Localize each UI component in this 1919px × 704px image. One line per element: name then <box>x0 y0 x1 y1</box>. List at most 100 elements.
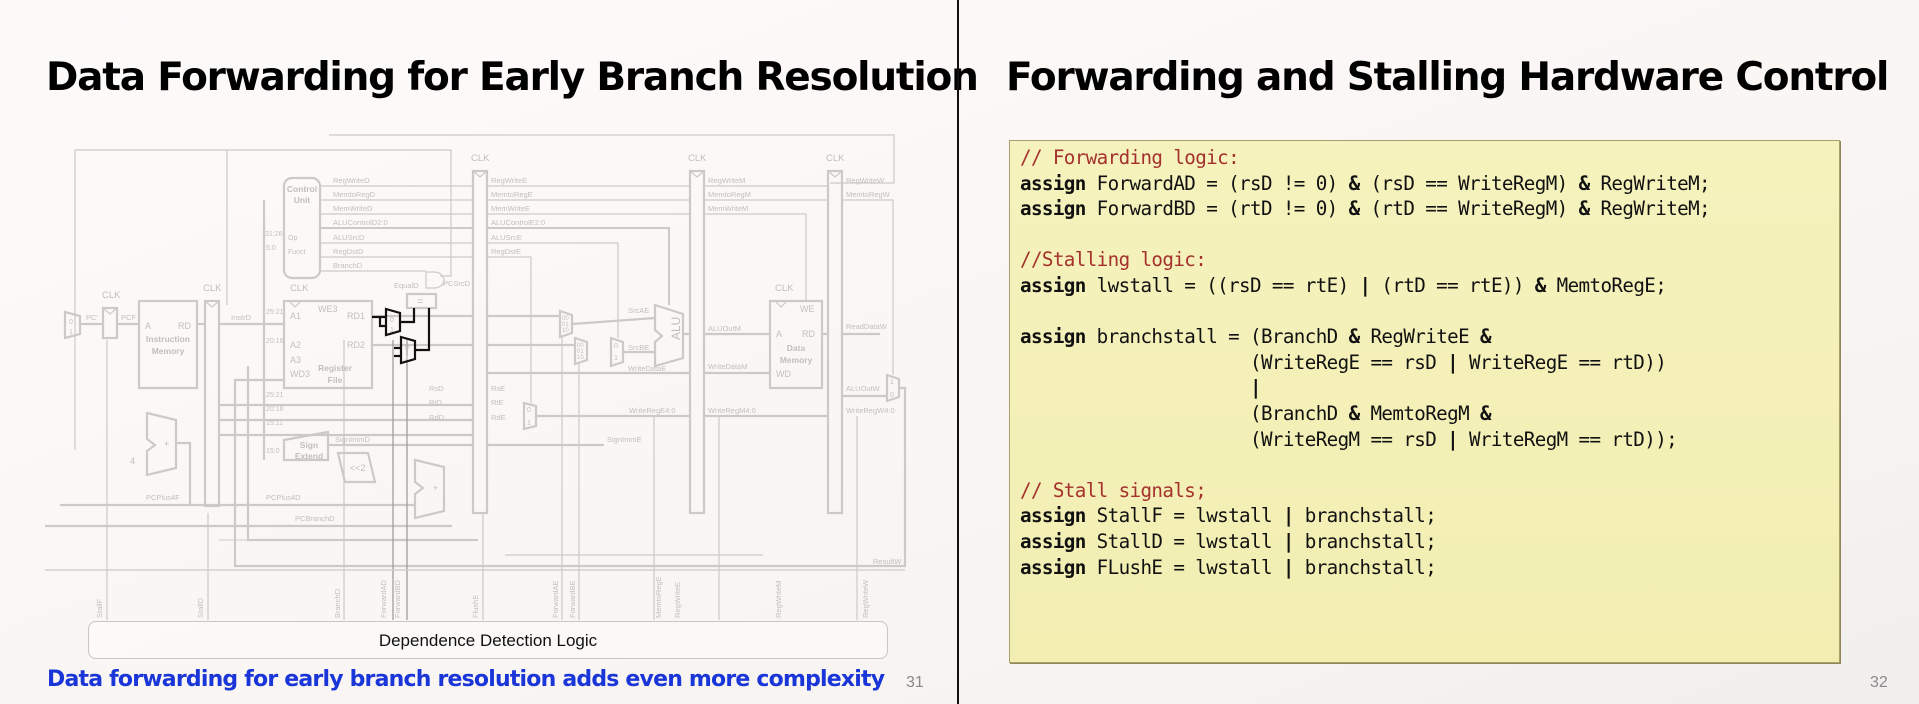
port-label: Op <box>288 235 297 242</box>
control-signal-label: ALUSrcE <box>491 233 522 242</box>
plus-label: + <box>433 483 438 493</box>
mux-input-label: 0 <box>614 343 618 350</box>
control-unit-label: Control <box>287 184 317 194</box>
mem-wb-register <box>826 169 844 515</box>
clk-label: CLK <box>102 290 121 301</box>
alusrc-mux <box>609 336 625 368</box>
plus-label: + <box>164 439 169 449</box>
bit-range: 25:21 <box>266 392 284 399</box>
page-number: 31 <box>906 674 924 691</box>
clk-label: CLK <box>471 153 490 164</box>
code-comment: // Stall signals; <box>1020 478 1207 502</box>
data-memory-label: Memory <box>780 355 813 365</box>
control-signal-label: MemtoRegD <box>333 190 376 199</box>
slide-divider <box>957 0 959 704</box>
page-number: 32 <box>1870 674 1888 691</box>
code-line: assign branchstall = (BranchD & RegWrite… <box>1020 325 1492 349</box>
code-line: (WriteRegE == rsD | WriteRegE == rtD)) <box>1020 350 1667 374</box>
port-label: RD1 <box>347 311 365 321</box>
wire-label: PCSrcD <box>443 279 471 288</box>
clk-label: CLK <box>290 283 309 294</box>
mux-input-label: 0 <box>390 317 394 324</box>
wire-label: WriteDataM <box>708 362 747 371</box>
wire <box>329 134 895 184</box>
wire-label: WriteRegM4:0 <box>708 406 756 415</box>
code-line: assign StallF = lwstall | branchstall; <box>1020 504 1437 528</box>
wire-label: SrcAE <box>628 306 649 315</box>
wire-label: PCPlus4D <box>266 493 301 502</box>
control-signal-label: ALUControlE2:0 <box>491 218 545 227</box>
srca-mux <box>558 309 574 339</box>
if-id-register <box>203 299 221 508</box>
control-signal-label: MemWriteM <box>708 204 748 213</box>
mux-input-label: 1 <box>527 420 531 427</box>
wire-label: PC' <box>86 313 98 322</box>
ex-mem-register <box>688 169 706 515</box>
wire-label: ALUOutW <box>846 384 881 393</box>
code-block: // Forwarding logic: assign ForwardAD = … <box>1009 140 1840 663</box>
wire-label: PCF <box>121 313 136 322</box>
code-line: | <box>1250 376 1262 400</box>
hazard-signal-label: ForwardAE <box>551 580 560 618</box>
wire-label: ALUOutM <box>708 324 741 333</box>
instruction-memory-label: Instruction <box>146 334 190 344</box>
mux-input-label: 10 <box>562 328 569 334</box>
clk-label: CLK <box>775 283 794 294</box>
wire-label: SignImmD <box>335 435 371 444</box>
dependence-detection-logic-label: Dependence Detection Logic <box>378 631 598 650</box>
port-label: A <box>776 329 782 339</box>
wire-label: WriteDataE <box>628 364 666 373</box>
control-signal-label: MemWriteE <box>491 204 530 213</box>
srcb-mux <box>573 336 589 366</box>
wire-label: WriteRegW4:0 <box>846 406 895 415</box>
mux-input-label: 1 <box>390 327 394 334</box>
wire-label: EqualD <box>394 281 419 290</box>
wire-label: SrcBE <box>628 343 649 352</box>
wb-mux <box>885 373 901 403</box>
mux-input-label: 01 <box>562 322 569 328</box>
port-label: RD <box>802 329 815 339</box>
register-file-label: File <box>328 375 343 385</box>
port-label: Funct <box>288 249 306 256</box>
control-signal-label: RegDstD <box>333 247 364 256</box>
mux-input-label: 0 <box>69 319 73 326</box>
clk-label: CLK <box>826 153 845 164</box>
regdst-mux <box>522 401 538 431</box>
pc-mux <box>63 310 82 340</box>
mux-input-label: 00 <box>577 343 584 349</box>
shift-left-block <box>336 451 377 484</box>
alu <box>653 303 685 368</box>
control-signal-label: ALUControlD2:0 <box>333 218 388 227</box>
hazard-signal-label: ForwardBD <box>393 579 402 618</box>
code-line: assign ForwardAD = (rsD != 0) & (rsD == … <box>1020 171 1711 195</box>
port-label: RD2 <box>347 340 365 350</box>
code-comment: // Forwarding logic: <box>1020 146 1240 169</box>
equal-comparator <box>405 292 438 310</box>
slide-caption: Data forwarding for early branch resolut… <box>47 667 885 692</box>
mux-input-label: 1 <box>614 355 618 362</box>
hazard-signal-label: StallD <box>196 597 205 618</box>
mux-input-label: 1 <box>405 355 409 362</box>
wire-label: WriteRegE4:0 <box>629 406 676 415</box>
port-label: WD3 <box>290 369 310 379</box>
bit-range: 20:16 <box>266 406 284 413</box>
control-signal-label: RegWriteM <box>708 176 745 185</box>
wire-label: RtD <box>429 398 443 407</box>
hazard-signal-label: ForwardAD <box>379 579 388 618</box>
clk-label: CLK <box>688 153 707 164</box>
mux-input-label: 1 <box>890 379 894 386</box>
control-signal-label: RegWriteD <box>333 176 370 185</box>
port-label: RD <box>178 321 191 331</box>
code-line: (BranchD & MemtoRegM & <box>1020 401 1492 425</box>
sign-extend-label: Sign <box>300 440 318 450</box>
mux-input-label: 01 <box>577 349 584 355</box>
wire <box>227 149 452 277</box>
slide-31: Data Forwarding for Early Branch Resolut… <box>0 0 979 704</box>
instruction-memory-block <box>137 299 199 390</box>
port-label: A <box>145 321 151 331</box>
port-label: WE <box>800 304 815 314</box>
code-comment: //Stalling logic: <box>1020 248 1207 272</box>
bit-range: 25:21 <box>266 309 284 316</box>
pipeline-diagram: CLK CLK CLK CLK CLK CLK CLK Instruction … <box>45 134 907 620</box>
control-signal-label: BranchD <box>333 261 363 270</box>
